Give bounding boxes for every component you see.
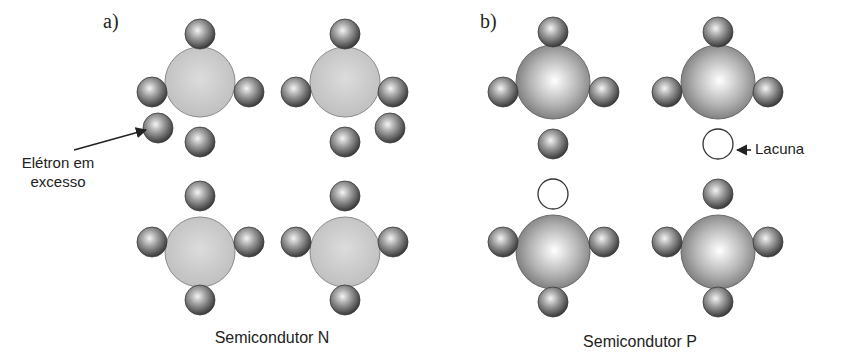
electron xyxy=(753,227,783,257)
electron xyxy=(143,113,173,143)
panel-letter: a) xyxy=(103,10,119,33)
hole xyxy=(703,129,733,159)
electron xyxy=(330,285,360,315)
electron xyxy=(185,181,215,211)
electron xyxy=(488,77,518,107)
callout-label: Lacuna xyxy=(755,140,804,159)
electron xyxy=(753,77,783,107)
nucleus-atom xyxy=(310,217,380,287)
electron xyxy=(378,227,408,257)
electron xyxy=(703,179,733,209)
callout-label: Elétron em excesso xyxy=(6,154,110,192)
electron xyxy=(185,19,215,49)
electron xyxy=(137,77,167,107)
nucleus-atom xyxy=(165,217,235,287)
electron xyxy=(589,77,619,107)
electron xyxy=(330,181,360,211)
electron xyxy=(281,227,311,257)
electron xyxy=(137,227,167,257)
electron xyxy=(234,77,264,107)
leader-arrow xyxy=(737,149,751,151)
nucleus-atom xyxy=(681,45,755,119)
hole xyxy=(538,179,568,209)
electron xyxy=(488,227,518,257)
leader-arrow xyxy=(74,130,146,150)
electron xyxy=(378,77,408,107)
panel-letter: b) xyxy=(480,10,497,33)
electron xyxy=(185,285,215,315)
electron xyxy=(185,127,215,157)
electron xyxy=(375,113,405,143)
nucleus-atom xyxy=(165,47,235,117)
panel-caption: Semicondutor N xyxy=(215,328,330,348)
nucleus-atom xyxy=(681,215,755,289)
panel-caption: Semicondutor P xyxy=(583,332,697,352)
electron xyxy=(538,17,568,47)
nucleus-atom xyxy=(516,45,590,119)
electron xyxy=(281,77,311,107)
electron xyxy=(330,19,360,49)
electron xyxy=(652,227,682,257)
electron xyxy=(538,129,568,159)
electron xyxy=(234,227,264,257)
electron xyxy=(703,17,733,47)
electron xyxy=(538,287,568,317)
electron xyxy=(703,287,733,317)
nucleus-atom xyxy=(516,215,590,289)
electron xyxy=(330,127,360,157)
electron xyxy=(652,77,682,107)
electron xyxy=(589,227,619,257)
nucleus-atom xyxy=(310,47,380,117)
atom-lattice xyxy=(137,17,783,317)
